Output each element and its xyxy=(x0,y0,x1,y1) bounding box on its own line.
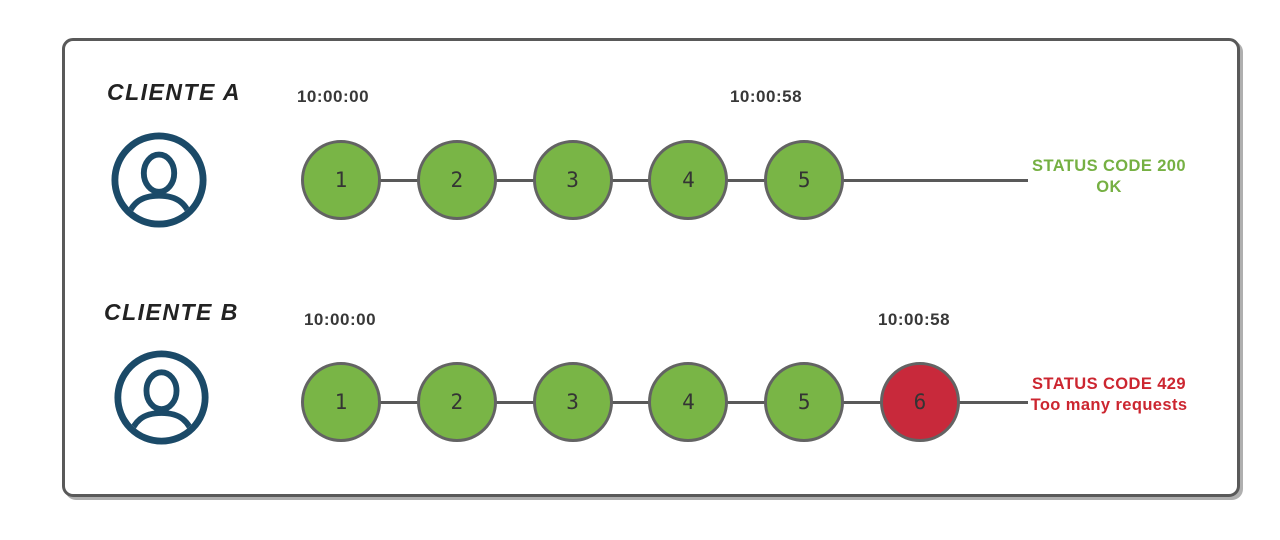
request-node: 6 xyxy=(880,362,960,442)
window-start-time: 10:00:00 xyxy=(303,310,377,329)
request-node: 4 xyxy=(648,362,729,442)
status-code: STATUS CODE 200 xyxy=(1032,157,1186,175)
request-node: 5 xyxy=(764,362,845,442)
diagram-frame xyxy=(62,38,1240,497)
client-b-label: CLIENTE B xyxy=(104,299,239,325)
status-text: STATUS CODE 429 Too many requests xyxy=(1031,374,1188,415)
request-node: 2 xyxy=(416,140,497,220)
request-node: 4 xyxy=(648,140,729,220)
request-node: 5 xyxy=(764,140,845,220)
request-node: 3 xyxy=(532,140,613,220)
status-message: Too many requests xyxy=(1030,395,1188,414)
window-end-time: 10:00:58 xyxy=(729,87,803,106)
status-message: OK xyxy=(1096,177,1122,196)
window-start-time: 10:00:00 xyxy=(296,87,370,106)
user-avatar-icon xyxy=(110,131,208,229)
status-code: STATUS CODE 429 xyxy=(1032,375,1186,393)
status-text: STATUS CODE 200 OK xyxy=(1032,156,1186,197)
request-node: 2 xyxy=(416,362,497,442)
user-avatar-icon xyxy=(113,349,210,446)
window-end-time: 10:00:58 xyxy=(877,310,951,329)
request-node: 1 xyxy=(301,140,381,220)
request-node: 1 xyxy=(301,362,381,442)
client-a-label: CLIENTE A xyxy=(107,79,242,105)
request-node: 3 xyxy=(532,362,613,442)
